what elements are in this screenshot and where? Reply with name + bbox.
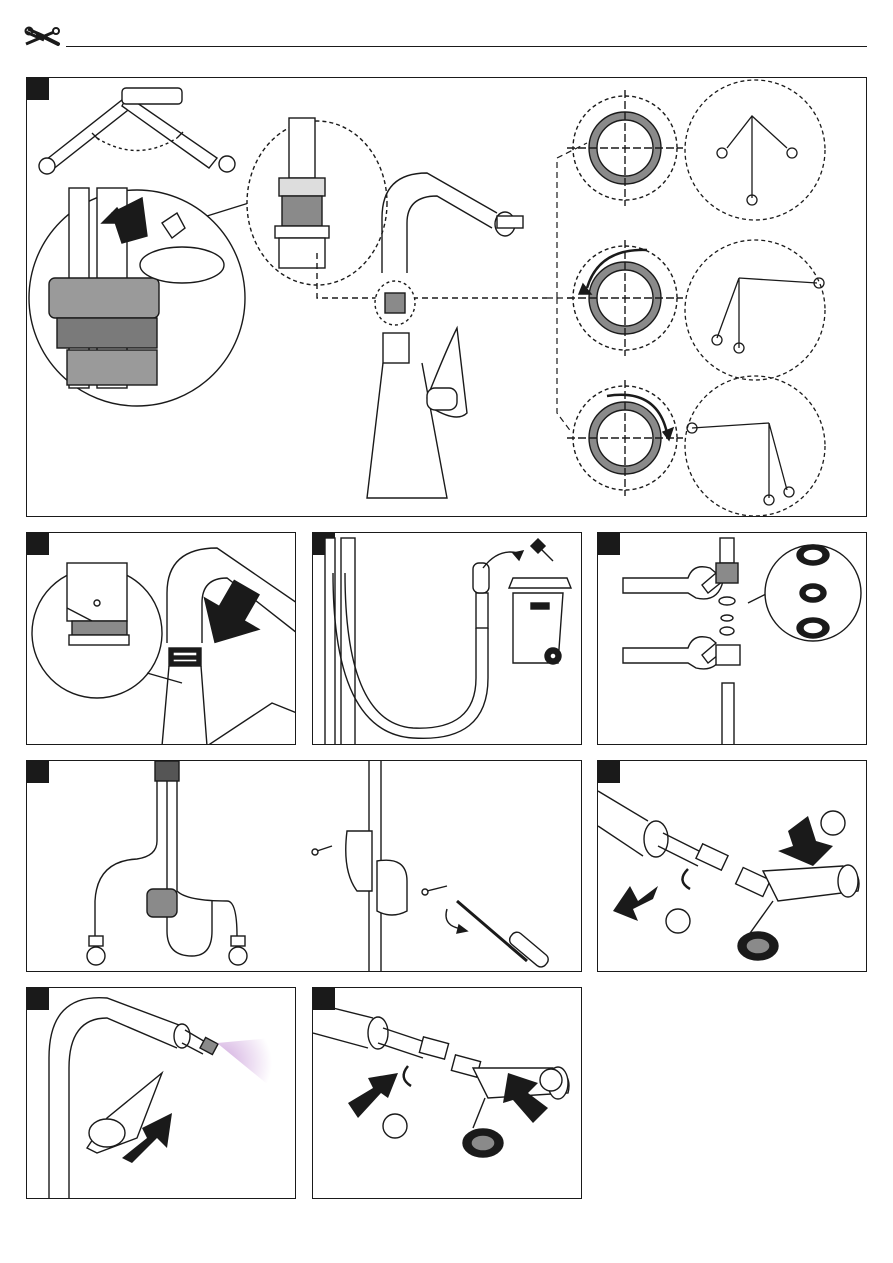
step-panel-6: [597, 760, 867, 972]
ring-mid: [567, 240, 683, 356]
hose-weight-diagram: [27, 761, 582, 972]
step-panel-4: [597, 532, 867, 745]
ring-top: [567, 90, 683, 206]
step-panel-3: [312, 532, 582, 745]
step-panel-5: [26, 760, 582, 972]
step-panel-7: [26, 987, 296, 1199]
ring-bottom: [567, 380, 683, 496]
header-rule: [66, 46, 867, 47]
step-panel-8: [312, 987, 582, 1199]
body-disconnect-diagram: [598, 761, 867, 972]
step-panel-1: [26, 77, 867, 517]
flush-diagram: [27, 988, 296, 1199]
spout-rotation-diagram: [27, 78, 867, 517]
spout-push-diagram: [27, 533, 296, 745]
hose-disposal-diagram: [313, 533, 582, 745]
step-panel-2: [26, 532, 296, 745]
body-reconnect-diagram: [313, 988, 582, 1199]
wrench-seal-diagram: [598, 533, 867, 745]
tools-icon: [24, 26, 62, 50]
